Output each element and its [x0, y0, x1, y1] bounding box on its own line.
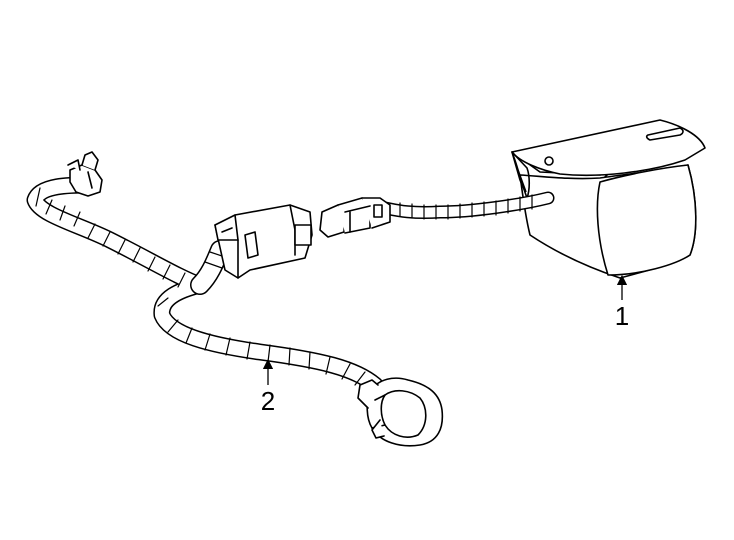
callout-2-label: 2 — [261, 386, 275, 416]
inline-connector-male — [319, 197, 391, 238]
left-end-clip — [67, 151, 103, 197]
camera — [511, 119, 706, 279]
bracket-slot — [645, 127, 684, 141]
mid-connector-housing — [214, 204, 313, 279]
wiring-harness — [26, 151, 555, 447]
bracket-hole — [544, 156, 554, 166]
callout-2: 2 — [261, 358, 275, 416]
callout-1: 1 — [615, 274, 629, 331]
camera-front-face — [596, 164, 697, 276]
round-connector — [357, 377, 444, 447]
callout-1-label: 1 — [615, 301, 629, 331]
pigtail-tape-wraps — [399, 194, 533, 220]
harness-tape-wraps — [35, 187, 366, 386]
